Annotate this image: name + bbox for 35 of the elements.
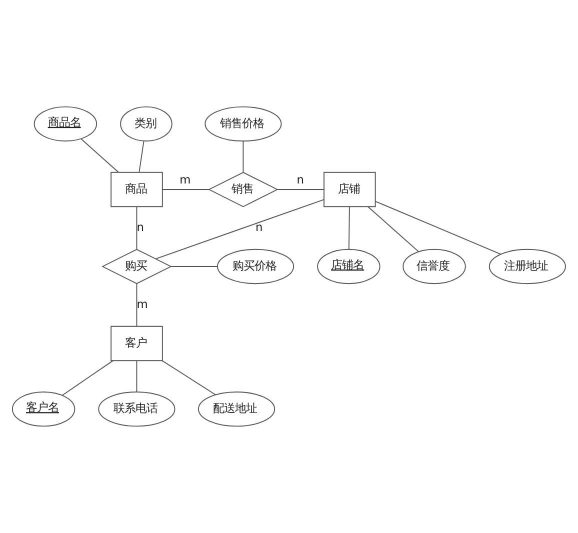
node-box: 客户 [110,326,163,362]
connector [368,206,419,252]
node-ellipse: 配送地址 [198,392,276,427]
connector [155,199,324,260]
edge-label: n [296,172,304,186]
connector [162,189,210,190]
edge-label: n [256,220,263,234]
edge-label: n [136,220,144,234]
node-ellipse: 店铺名 [317,248,380,284]
node-box: 店铺 [324,172,376,208]
edge-label: m [136,296,148,311]
connector [375,200,502,255]
node-ellipse: 客户名 [12,392,76,427]
connector [276,189,324,190]
edge-label: m [180,172,191,186]
connector [62,360,114,396]
node-ellipse: 注册地址 [488,248,566,284]
connector [80,138,119,173]
connector [136,283,138,327]
node-ellipse: 类别 [120,106,172,142]
connector [162,360,216,396]
node-box: 商品 [110,172,163,208]
connector [348,206,350,250]
node-ellipse: 购买价格 [217,248,294,284]
connector [138,140,144,172]
node-ellipse: 联系电话 [98,392,176,427]
node-diamond: 销售 [208,172,278,208]
node-diamond: 购买 [102,248,172,284]
connector [242,140,244,172]
connector [136,206,138,250]
node-ellipse: 信誉度 [402,248,466,284]
connector [136,360,138,392]
connector [170,266,218,267]
node-ellipse: 商品名 [34,106,98,142]
node-ellipse: 销售价格 [204,106,282,142]
